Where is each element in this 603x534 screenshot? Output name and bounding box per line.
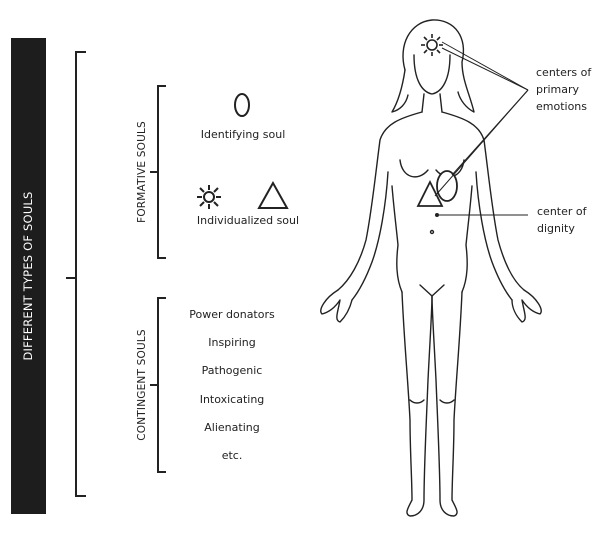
chest-ellipse-icon	[437, 171, 457, 201]
formative-bracket	[150, 86, 166, 258]
outer-bracket	[66, 52, 86, 496]
list-item: Intoxicating	[200, 393, 265, 406]
list-item: Pathogenic	[202, 364, 263, 377]
individualized-soul-label: Individualized soul	[197, 214, 299, 227]
list-item: Power donators	[189, 308, 274, 321]
emotions-annotation: centers of primary emotions	[536, 64, 591, 115]
dignity-point	[435, 213, 439, 217]
list-item: Alienating	[204, 421, 259, 434]
list-item: Inspiring	[208, 336, 256, 349]
triangle-icon	[259, 183, 287, 208]
list-item: etc.	[222, 449, 243, 462]
contingent-bracket	[150, 298, 166, 472]
sun-icon	[197, 185, 221, 209]
identifying-soul-label: Identifying soul	[201, 128, 286, 141]
forehead-sun-icon	[421, 34, 443, 56]
ellipse-icon	[235, 94, 249, 116]
dignity-annotation: center of dignity	[537, 203, 587, 237]
human-figure	[321, 20, 541, 516]
